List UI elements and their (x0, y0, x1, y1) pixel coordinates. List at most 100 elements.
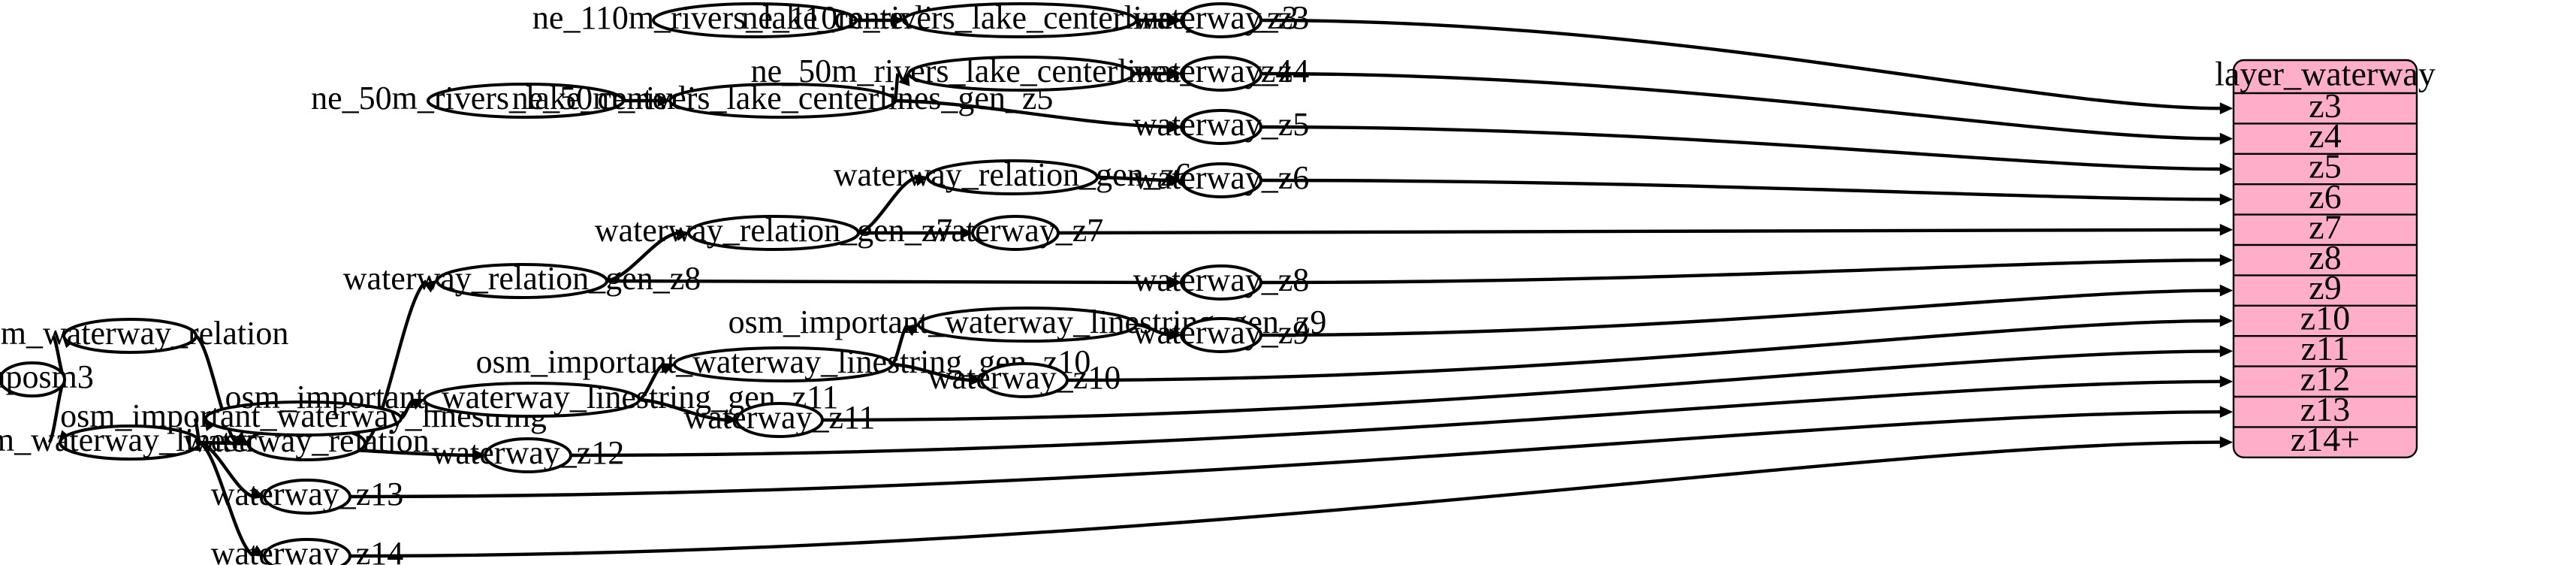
edge-arrowhead (660, 363, 676, 375)
edge-waterway_z4-to-layer_waterway-z4 (1260, 71, 2222, 140)
edge-osm_waterway_linestring-to-waterway_z13 (199, 440, 255, 499)
node-waterway_z6[interactable]: waterway_z6 (1133, 159, 1310, 198)
node-osm_important_waterway_linestring_gen_z11[interactable]: osm_important_waterway_linestring_gen_z1… (225, 379, 839, 418)
edge-osm_important_waterway_linestring_gen_z11-to-osm_important_waterway_linestring_gen_z10 (638, 362, 665, 402)
node-waterway_z10[interactable]: waterway_z10 (928, 359, 1121, 398)
node-shape (1180, 264, 1262, 301)
node-shape (436, 263, 608, 299)
edge-osm_waterway_linestring-to-waterway_z14 (198, 441, 255, 557)
node-label: waterway_z10 (928, 359, 1121, 396)
edge-arrowhead (2219, 406, 2234, 418)
node-shape (1180, 162, 1262, 198)
node-shape (902, 2, 1138, 38)
edge-arrowhead (2219, 223, 2234, 236)
edge-arrowhead (472, 449, 487, 461)
edge-osm_important_waterway_linestring_gen_z10-to-waterway_z10 (891, 362, 971, 382)
edge-osm_waterway_relation-to-waterway_relation (195, 334, 239, 445)
node-waterway_z5[interactable]: waterway_z5 (1133, 106, 1310, 145)
node-shape (1180, 56, 1262, 92)
node-shape (668, 83, 897, 119)
legend-row-z10[interactable]: z10 (2300, 299, 2350, 337)
legend-row-z5[interactable]: z5 (2309, 147, 2341, 186)
node-label: waterway_z3 (1133, 0, 1310, 36)
node-ne_50m_rivers_lake_centerlines[interactable]: ne_50m_rivers_lake_centerlines (311, 80, 741, 119)
edge-arrowhead (2219, 102, 2234, 115)
legend-row-z8[interactable]: z8 (2309, 238, 2341, 276)
edge-osm_important_waterway_linestring_gen_z9-to-waterway_z9 (1136, 322, 1171, 337)
node-waterway_z4[interactable]: waterway_z4 (1133, 53, 1310, 92)
node-shape (427, 83, 625, 119)
node-shape (1180, 317, 1262, 353)
node-shape (907, 56, 1136, 92)
node-waterway_z3[interactable]: waterway_z3 (1133, 0, 1310, 38)
edge-waterway_z10-to-layer_waterway-z10 (1066, 319, 2222, 382)
edge-waterway_z14-to-layer_waterway-z14+ (349, 440, 2222, 558)
node-shape (59, 425, 201, 461)
edge-arrowhead (1169, 14, 1183, 26)
legend-row-z6[interactable]: z6 (2309, 177, 2341, 216)
legend-row-z3[interactable]: z3 (2309, 86, 2341, 125)
edge-arrowhead (969, 373, 983, 386)
edge-arrowhead (914, 174, 929, 186)
edge-arrowhead (898, 71, 910, 86)
edge-arrowhead (2219, 193, 2234, 206)
node-label: waterway_relation_gen_z6 (834, 156, 1191, 193)
edge-waterway_z12-to-layer_waterway-z12 (570, 379, 2222, 458)
node-label: waterway_z12 (432, 434, 625, 471)
legend-row-z14+[interactable]: z14+ (2291, 420, 2360, 458)
node-imposm3[interactable]: imposm3 (0, 358, 94, 397)
legend-row-z7[interactable]: z7 (2309, 207, 2341, 246)
node-waterway_z9[interactable]: waterway_z9 (1133, 314, 1310, 353)
legend-row-z13[interactable]: z13 (2300, 390, 2350, 428)
node-shape (652, 2, 858, 38)
edge-waterway_z9-to-layer_waterway-z9 (1260, 289, 2222, 337)
edge-waterway_relation_gen_z8-to-waterway_relation_gen_z7 (606, 231, 679, 283)
legend-row-z4[interactable]: z4 (2309, 116, 2341, 155)
legend-title: layer_waterway (2215, 55, 2436, 93)
edge-arrowhead (2219, 436, 2234, 449)
edge-waterway_relation_gen_z7-to-waterway_relation_gen_z6 (858, 175, 918, 235)
edge-arrowhead (1169, 276, 1183, 289)
edge-waterway_z5-to-layer_waterway-z5 (1260, 125, 2222, 171)
edge-waterway_z11-to-layer_waterway-z11 (822, 349, 2222, 422)
edge-arrowhead (2219, 163, 2234, 175)
edge-arrowhead (251, 488, 266, 500)
edge-arrowhead (1169, 328, 1183, 340)
node-shape (917, 307, 1138, 343)
node-osm_important_waterway_linestring[interactable]: osm_important_waterway_linestring (60, 397, 547, 437)
node-osm_waterway_relation[interactable]: osm_waterway_relation (0, 315, 288, 354)
node-label: imposm3 (0, 358, 94, 395)
node-label: waterway_z13 (211, 476, 404, 512)
edge-waterway_z8-to-layer_waterway-z8 (1260, 258, 2222, 285)
node-waterway_z11[interactable]: waterway_z11 (684, 399, 876, 438)
edge-arrowhead (1169, 120, 1183, 133)
edge-waterway_relation_gen_z6-to-waterway_z6 (1096, 175, 1171, 183)
node-shape (62, 318, 198, 354)
node-shape (926, 159, 1099, 195)
nodes-layer: imposm3osm_waterway_relationosm_waterway… (0, 0, 1326, 565)
node-waterway_relation_gen_z7[interactable]: waterway_relation_gen_z7 (595, 212, 952, 251)
node-waterway_z7[interactable]: waterway_z7 (928, 212, 1104, 251)
node-waterway_relation_gen_z6[interactable]: waterway_relation_gen_z6 (834, 156, 1191, 195)
node-waterway_z14[interactable]: waterway_z14 (211, 535, 404, 565)
legend-row-z11[interactable]: z11 (2301, 329, 2350, 367)
edge-arrowhead (675, 229, 690, 241)
edge-ne_50m_rivers_lake_centerlines_gen_z5-to-waterway_z5 (894, 98, 1171, 129)
node-label: waterway_z8 (1133, 261, 1310, 298)
node-label: osm_waterway_relation (0, 315, 288, 352)
node-waterway_relation_gen_z8[interactable]: waterway_relation_gen_z8 (343, 260, 701, 299)
node-shape (980, 362, 1069, 398)
node-waterway_z12[interactable]: waterway_z12 (432, 434, 625, 473)
edge-arrowhead (1169, 68, 1183, 80)
node-waterway_z13[interactable]: waterway_z13 (211, 476, 404, 515)
edges-layer (47, 14, 2234, 558)
edge-waterway_z3-to-layer_waterway-z3 (1260, 18, 2222, 110)
legend-row-z9[interactable]: z9 (2309, 268, 2341, 307)
node-shape (735, 402, 824, 438)
node-shape (263, 479, 351, 515)
node-label: waterway_relation_gen_z7 (595, 212, 952, 249)
legend-table[interactable]: layer_waterwayz3z4z5z6z7z8z9z10z11z12z13… (2215, 55, 2436, 459)
legend-row-z12[interactable]: z12 (2300, 359, 2350, 397)
node-waterway_z8[interactable]: waterway_z8 (1133, 261, 1310, 301)
